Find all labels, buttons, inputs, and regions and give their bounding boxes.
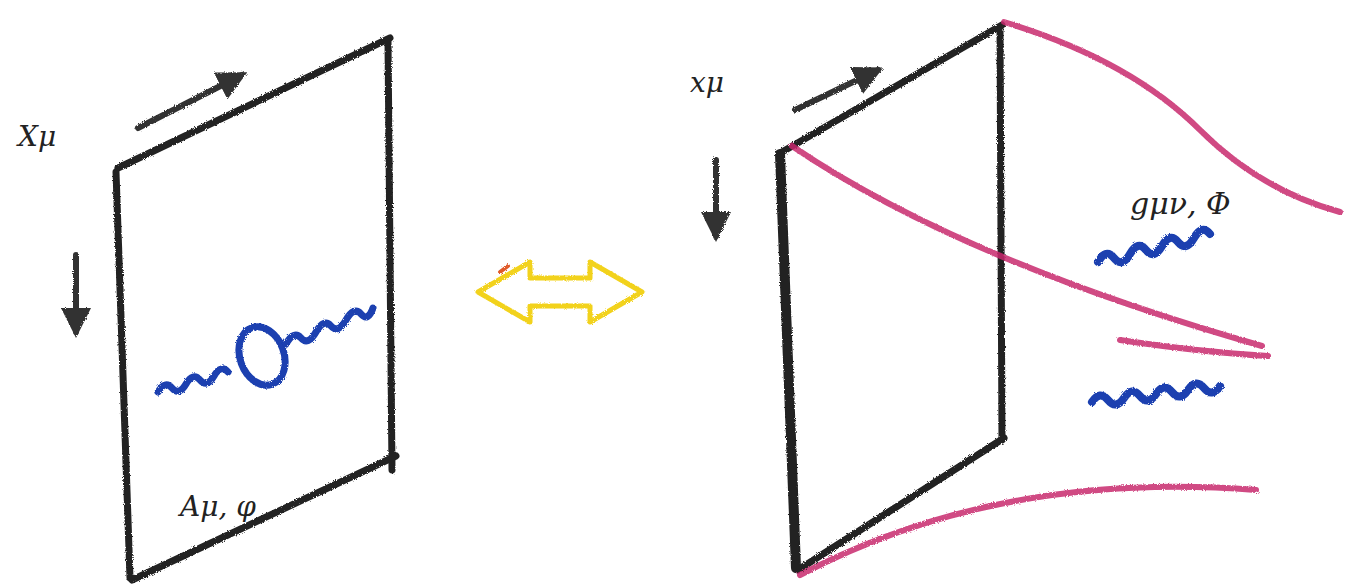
math-label: gμν, Φ [1130, 186, 1231, 221]
math-label: xμ [690, 66, 724, 99]
math-label: Aμ, φ [180, 490, 256, 523]
boundary-sheet [780, 25, 1004, 570]
boundary-sheet [116, 38, 396, 580]
direction-arrow [138, 75, 242, 128]
direction-arrow [795, 70, 878, 110]
symbol-label: gμν, Φ [1130, 186, 1231, 221]
direction-arrow [73, 255, 79, 332]
symbol-label: Xμ [18, 120, 56, 153]
math-label: Xμ [18, 120, 56, 153]
symbol-label: xμ [690, 66, 724, 99]
symbol-label: Aμ, φ [180, 490, 256, 523]
direction-arrow [713, 160, 719, 236]
bulk-curve [792, 22, 1340, 575]
feynman-diagram [158, 308, 373, 392]
graviton-wave [1092, 230, 1220, 405]
duality-arrow [478, 262, 642, 322]
duality-arrow-tip [500, 266, 508, 272]
